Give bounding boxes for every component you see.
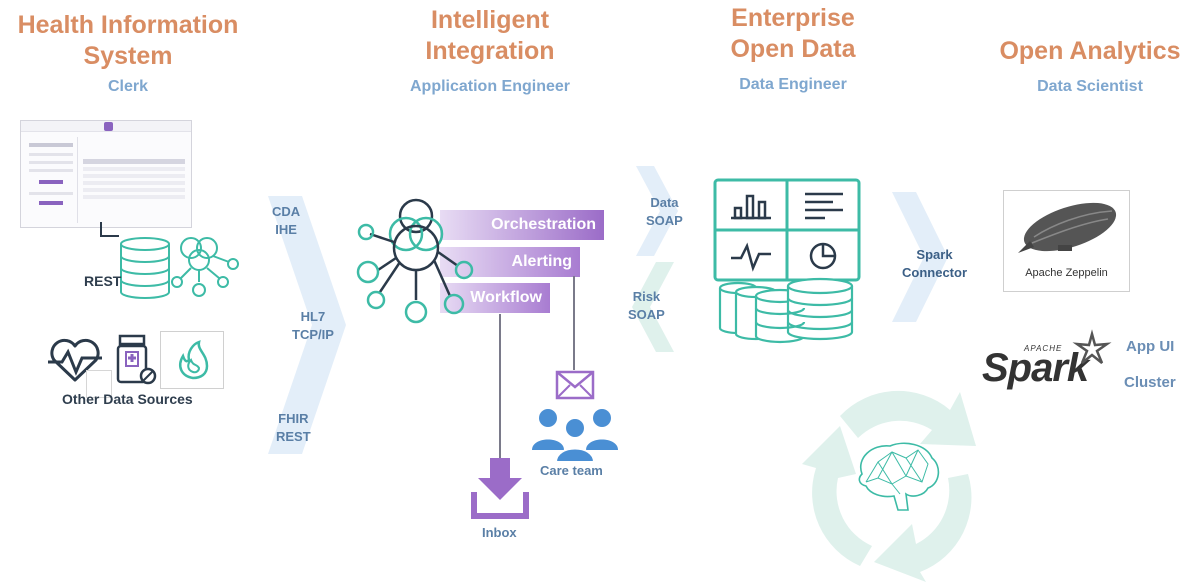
- recycle-arrows-icon: [802, 390, 976, 582]
- orchestration-bar: Orchestration: [440, 210, 604, 240]
- integration-title-line1: Intelligent: [430, 6, 550, 34]
- fhir-rest-label: REST: [276, 429, 311, 444]
- data-soap-label: Data SOAP: [646, 194, 683, 230]
- risk-soap-label: Risk SOAP: [628, 288, 665, 324]
- his-database-icon: [100, 222, 239, 299]
- apache-spark-logo: APACHE Spark: [982, 329, 1112, 392]
- open-data-title: Enterprise Open Data: [713, 3, 873, 65]
- spark-connector-arrow: [892, 192, 948, 322]
- zeppelin-airship-icon: [1018, 202, 1117, 253]
- data-soap-arrow: [636, 166, 678, 256]
- envelope-icon: [555, 370, 595, 400]
- integration-role: Application Engineer: [409, 78, 570, 95]
- analytics-title: Open Analytics: [999, 37, 1181, 65]
- protocol-chevron-arrow: [268, 196, 346, 454]
- his-title-line1: Health Information: [17, 11, 239, 39]
- inbox-label: Inbox: [482, 525, 517, 540]
- cda-label: CDA: [272, 204, 301, 219]
- fhir-label: FHIR: [278, 411, 309, 426]
- data-label: Data: [650, 195, 679, 210]
- integration-network-icon: [356, 198, 474, 324]
- data-soap-protocol: SOAP: [646, 213, 683, 228]
- open-data-role: Data Engineer: [739, 76, 847, 93]
- placeholder-box: [86, 370, 112, 398]
- medicine-bottle-icon: [116, 334, 157, 385]
- his-role: Clerk: [107, 78, 149, 95]
- cda-ihe-label: CDA IHE: [272, 203, 300, 239]
- spark-star-icon: [1072, 329, 1112, 364]
- inbox-icon: [471, 458, 529, 519]
- analytics-role: Data Scientist: [1037, 78, 1143, 95]
- his-title-line2: System: [83, 42, 173, 70]
- tcpip-label: TCP/IP: [292, 327, 334, 342]
- integration-title-line2: Integration: [425, 37, 555, 65]
- workflow-bar: Workflow: [440, 283, 550, 313]
- his-title: Health Information System: [10, 10, 246, 72]
- heart-monitor-icon: [48, 338, 102, 382]
- fhir-flame-icon: [160, 331, 224, 389]
- hl7-label: HL7: [300, 309, 326, 324]
- hl7-label-group: HL7 TCP/IP: [292, 308, 334, 344]
- open-data-database-icon: [718, 277, 854, 344]
- risk-soap-protocol: SOAP: [628, 307, 665, 322]
- dashboard-icon: [713, 178, 861, 282]
- app-ui-label: App UI: [1126, 338, 1175, 355]
- fhir-label-group: FHIR REST: [276, 410, 311, 446]
- cluster-label: Cluster: [1124, 374, 1176, 391]
- spark-label: Spark: [916, 247, 953, 262]
- apache-zeppelin-label: Apache Zeppelin: [1025, 267, 1108, 279]
- integration-title: Intelligent Integration: [400, 5, 580, 67]
- care-team-label: Care team: [540, 463, 603, 478]
- risk-label: Risk: [632, 289, 661, 304]
- spark-word-text: Spark: [982, 346, 1089, 390]
- open-data-title-line2: Open Data: [730, 35, 856, 63]
- workflow-connectors: [499, 276, 575, 460]
- his-rest-label: REST: [84, 273, 122, 289]
- open-data-title-line1: Enterprise: [731, 4, 855, 32]
- spark-connector-label: Spark Connector: [902, 246, 967, 282]
- ihe-label: IHE: [275, 222, 297, 237]
- apache-zeppelin-card: Apache Zeppelin: [1003, 190, 1130, 292]
- other-data-sources-label: Other Data Sources: [62, 391, 193, 407]
- care-team-icon: [532, 409, 618, 463]
- risk-soap-arrow: [632, 262, 674, 352]
- connector-label: Connector: [902, 265, 967, 280]
- his-app-screenshot: [20, 120, 192, 228]
- brain-network-icon: [858, 442, 940, 511]
- apache-small-text: APACHE: [1024, 344, 1063, 353]
